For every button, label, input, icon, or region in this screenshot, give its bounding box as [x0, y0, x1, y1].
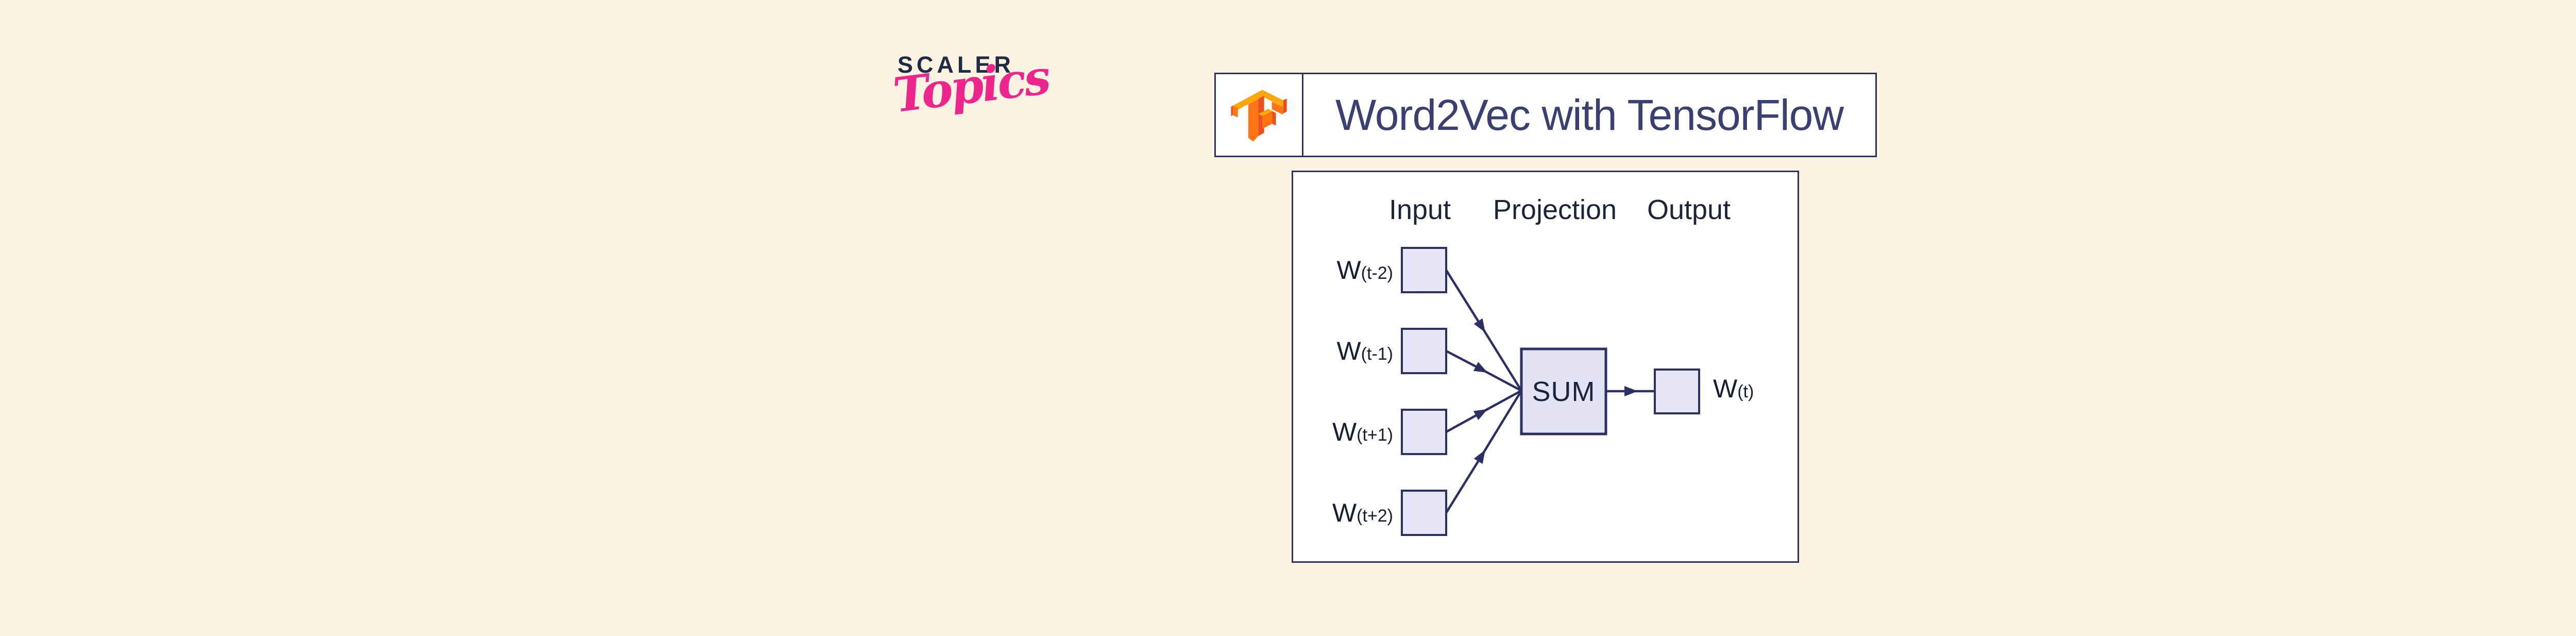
- input-label-wt+2: W(t+2): [1332, 498, 1393, 527]
- arrow-wt-1-to-sum: [1445, 350, 1522, 392]
- column-header-output: Output: [1647, 194, 1731, 225]
- input-node-wt+2: [1401, 490, 1447, 536]
- column-header-input: Input: [1389, 194, 1451, 225]
- title-banner: Word2Vec with TensorFlow: [1214, 73, 1877, 157]
- input-node-wt-2: [1401, 247, 1447, 293]
- output-label-wt: W(t): [1713, 374, 1754, 403]
- column-header-projection: Projection: [1493, 194, 1617, 225]
- arrow-wt+2-to-sum: [1445, 390, 1522, 514]
- tensorflow-logo-icon: [1230, 89, 1287, 142]
- brand-wordmark: SCALER: [897, 52, 1015, 78]
- tensorflow-logo-cell: [1216, 74, 1303, 156]
- input-label-wt-1: W(t-1): [1336, 337, 1393, 365]
- arrow-wt-2-to-sum: [1445, 269, 1522, 392]
- arrow-wt+1-to-sum: [1445, 390, 1522, 433]
- cbow-architecture-diagram: Input Projection Output W(t-2) W(t-1) W(…: [1292, 171, 1799, 563]
- sum-node-label: SUM: [1532, 376, 1596, 407]
- title-text-cell: Word2Vec with TensorFlow: [1303, 74, 1875, 156]
- page-title: Word2Vec with TensorFlow: [1335, 90, 1844, 139]
- output-node-wt: [1654, 369, 1700, 414]
- input-label-wt-2: W(t-2): [1336, 256, 1393, 284]
- input-node-wt-1: [1401, 328, 1447, 374]
- sum-node: [1520, 347, 1607, 436]
- input-node-wt+1: [1401, 409, 1447, 455]
- input-label-wt+1: W(t+1): [1332, 417, 1393, 446]
- scaler-topics-logo: SCALER Topics: [886, 47, 1052, 161]
